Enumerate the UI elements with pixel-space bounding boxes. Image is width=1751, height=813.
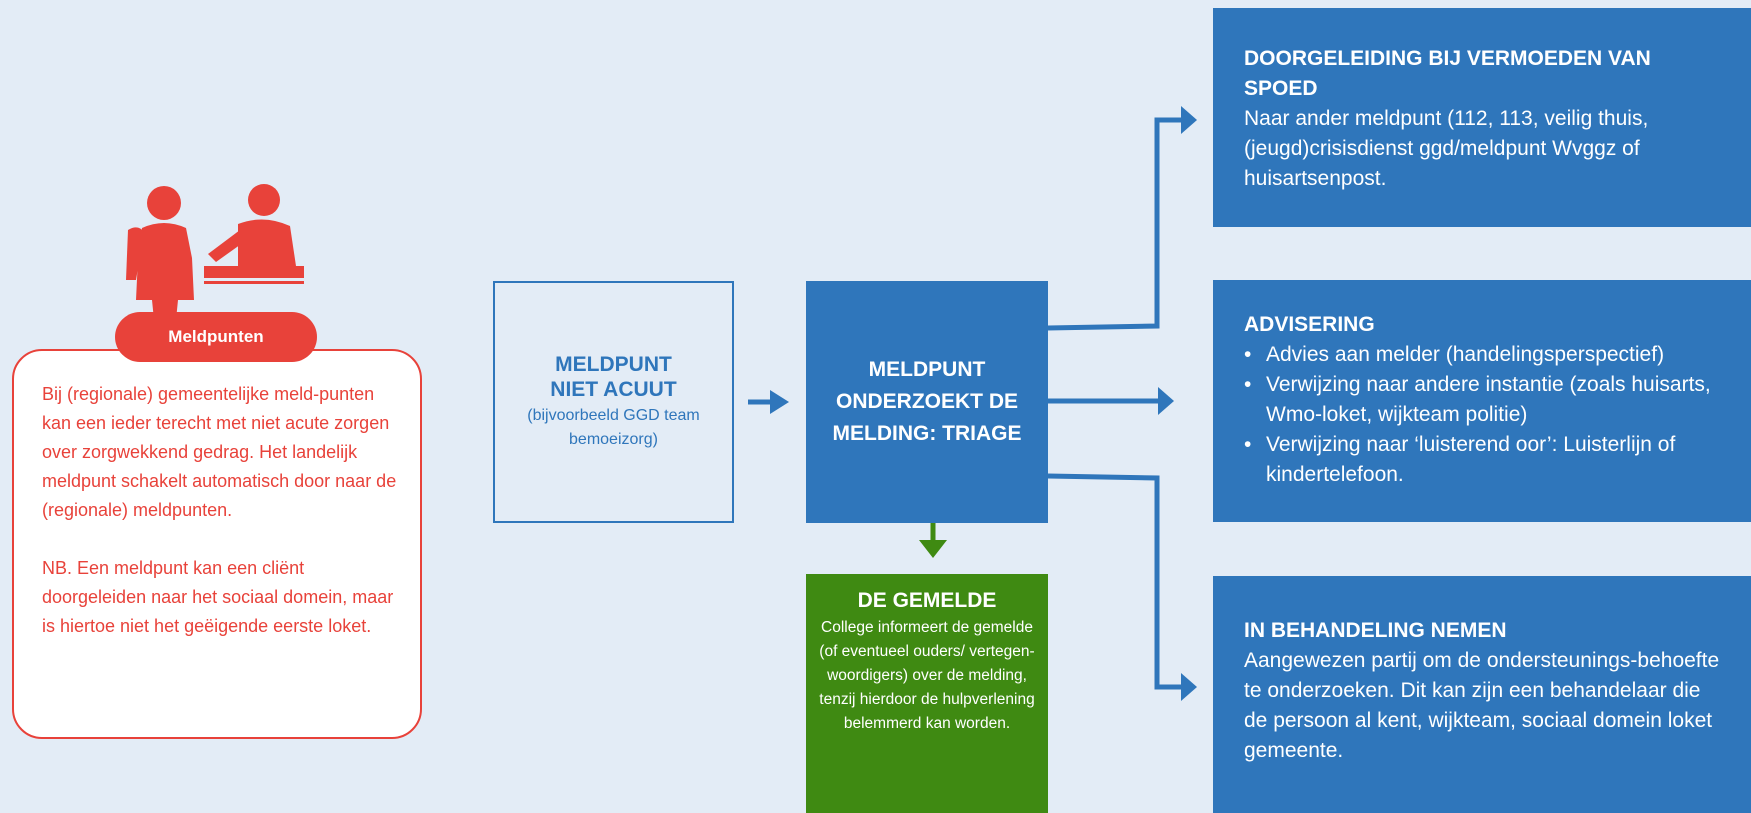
arrow-to-advisering bbox=[1048, 387, 1174, 415]
niet-acuut-title-1: MELDPUNT bbox=[555, 353, 672, 376]
gemelde-body: College informeert de gemelde (of eventu… bbox=[819, 619, 1035, 732]
meldpunten-label: Meldpunten bbox=[115, 312, 317, 362]
bullet-icon: • bbox=[1244, 373, 1252, 396]
spoed-body: Naar ander meldpunt (112, 113, veilig th… bbox=[1244, 107, 1649, 190]
arrow-to-gemelde bbox=[919, 523, 947, 558]
advisering-item: •Advies aan melder (handelingsperspectie… bbox=[1244, 340, 1723, 370]
arrow-to-triage bbox=[748, 390, 789, 414]
bullet-icon: • bbox=[1244, 343, 1252, 366]
meldpunten-paragraph-2: NB. Een meldpunt kan een cliënt doorgele… bbox=[42, 558, 394, 636]
triage-line-1: MELDPUNT bbox=[868, 358, 986, 381]
triage-line-3: MELDING: TRIAGE bbox=[832, 422, 1022, 445]
advisering-box: ADVISERING •Advies aan melder (handeling… bbox=[1213, 280, 1751, 522]
bullet-icon: • bbox=[1244, 433, 1252, 456]
arrow-to-behandeling bbox=[1047, 473, 1197, 701]
spoed-box: DOORGELEIDING BIJ VERMOEDEN VAN SPOED Na… bbox=[1213, 8, 1751, 227]
meldpunten-paragraph-1: Bij (regionale) gemeentelijke meld-punte… bbox=[42, 384, 397, 520]
triage-line-2: ONDERZOEKT DE bbox=[835, 390, 1018, 413]
behandeling-box: IN BEHANDELING NEMEN Aangewezen partij o… bbox=[1213, 576, 1751, 813]
advisering-list: •Advies aan melder (handelingsperspectie… bbox=[1244, 340, 1723, 490]
triage-box: MELDPUNT ONDERZOEKT DE MELDING: TRIAGE bbox=[806, 281, 1048, 523]
niet-acuut-subtitle: (bijvoorbeeld GGD team bemoeizorg) bbox=[527, 407, 700, 448]
gemelde-box: DE GEMELDE College informeert de gemelde… bbox=[806, 574, 1048, 813]
advisering-item: •Verwijzing naar ‘luisterend oor’: Luist… bbox=[1244, 430, 1723, 490]
meldpunt-niet-acuut-box: MELDPUNT NIET ACUUT (bijvoorbeeld GGD te… bbox=[493, 281, 734, 523]
behandeling-body: Aangewezen partij om de ondersteunings-b… bbox=[1244, 649, 1720, 762]
advisering-item: •Verwijzing naar andere instantie (zoals… bbox=[1244, 370, 1723, 430]
spoed-title: DOORGELEIDING BIJ VERMOEDEN VAN SPOED bbox=[1244, 47, 1651, 100]
gemelde-title: DE GEMELDE bbox=[857, 589, 997, 612]
behandeling-title: IN BEHANDELING NEMEN bbox=[1244, 619, 1507, 642]
meldpunten-card bbox=[12, 349, 422, 739]
person-at-desk-icon bbox=[126, 184, 304, 320]
arrow-to-spoed bbox=[1047, 106, 1197, 331]
advisering-title: ADVISERING bbox=[1244, 313, 1375, 336]
meldpunten-description: Bij (regionale) gemeentelijke meld-punte… bbox=[42, 380, 397, 670]
niet-acuut-title-2: NIET ACUUT bbox=[550, 378, 677, 401]
